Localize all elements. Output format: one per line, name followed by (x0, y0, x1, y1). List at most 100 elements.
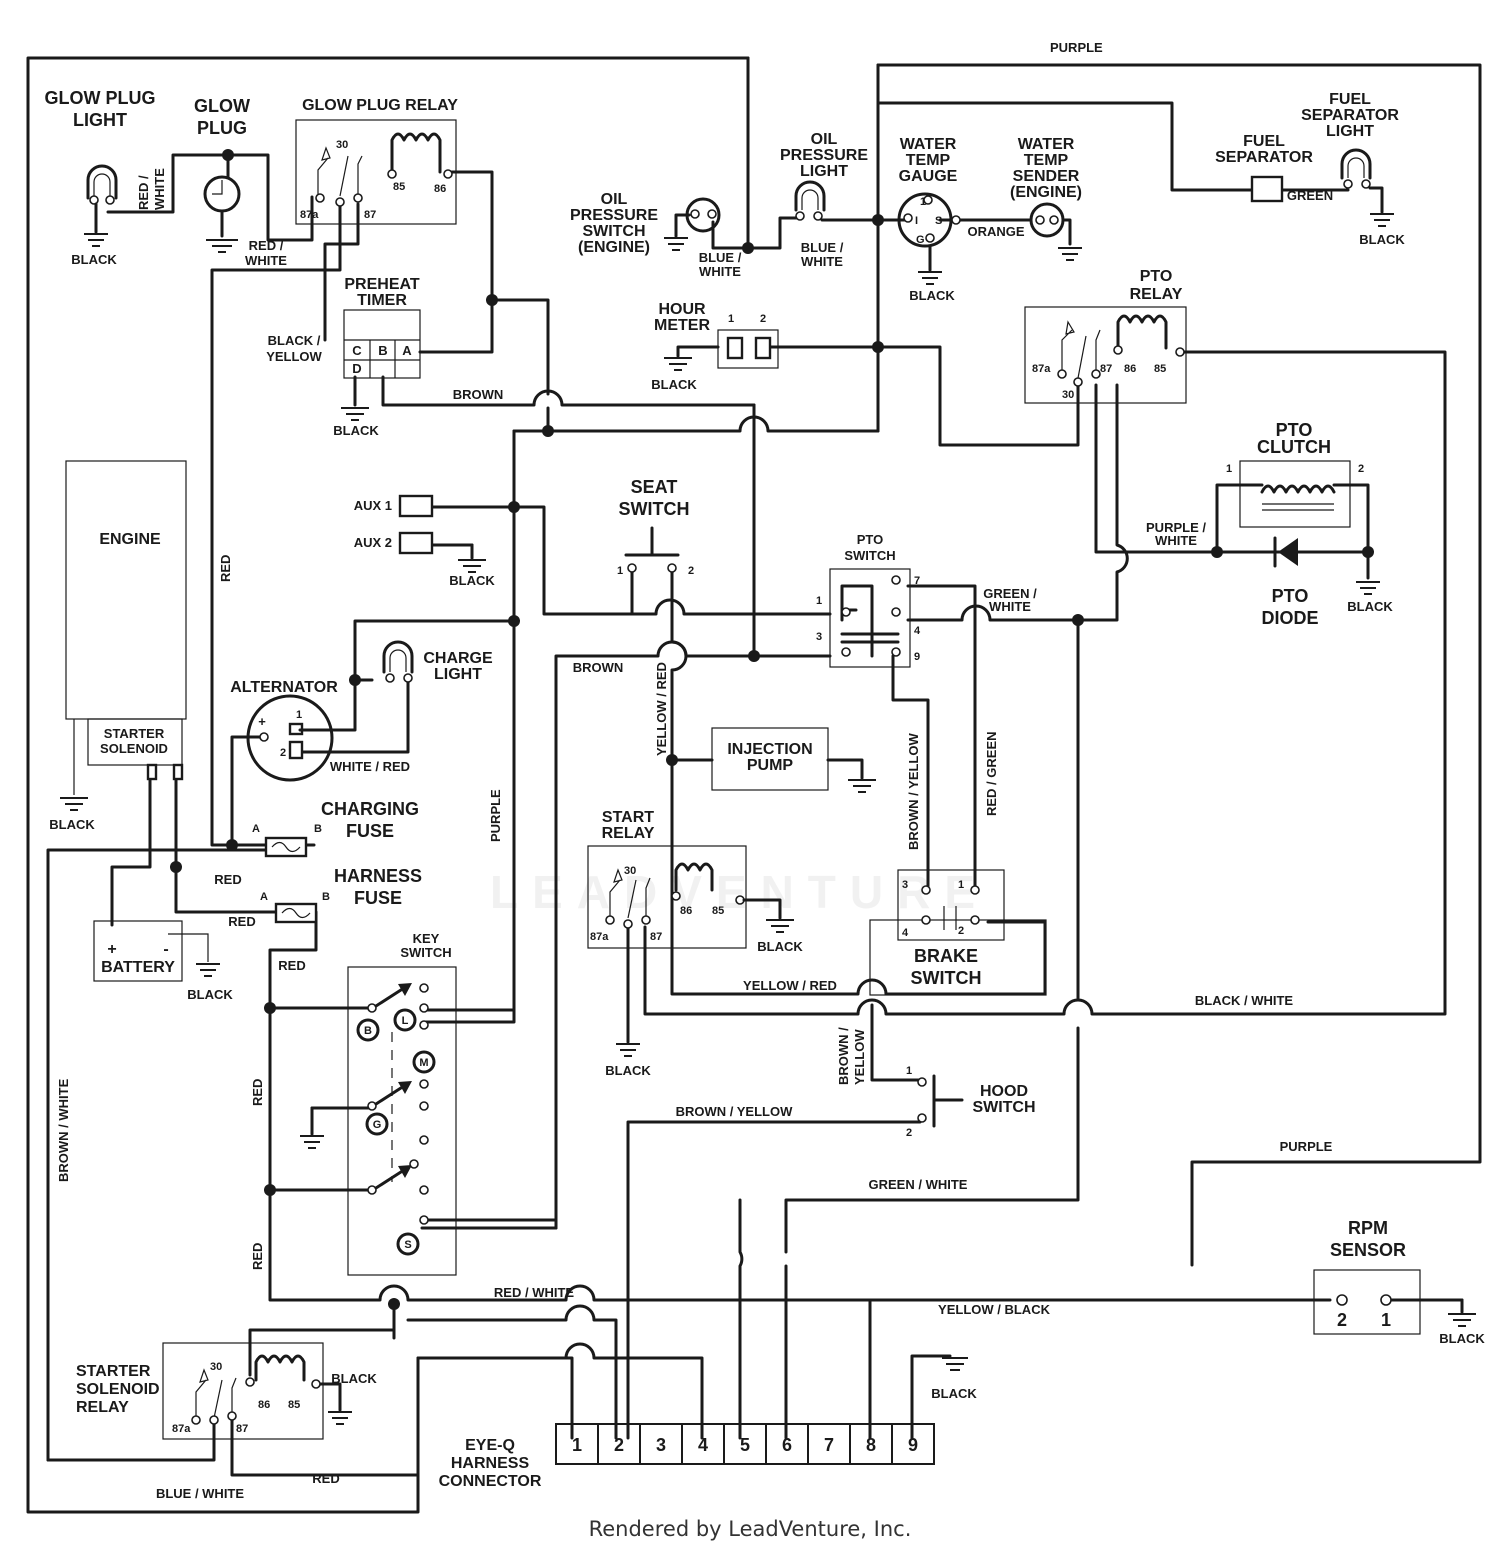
pin-key-s: S (404, 1239, 411, 1251)
label-preheat-timer: PREHEAT (344, 276, 419, 293)
label-hour-meter-2: METER (654, 317, 710, 334)
pin-gauge-s: S (935, 215, 942, 227)
wire-label-red-white-v-2: WHITE (152, 168, 167, 210)
wire-label-brown-yellow-v2: BROWN / (836, 1027, 851, 1085)
aux-connectors (398, 494, 486, 573)
label-water-temp-gauge: WATER (900, 136, 957, 153)
label-charging-fuse: CHARGING (321, 799, 419, 819)
wire-label-black-1: BLACK (71, 252, 117, 267)
footer-credit: Rendered by LeadVenture, Inc. (589, 1517, 912, 1541)
label-hood-switch-2: SWITCH (972, 1099, 1035, 1116)
pin-hour-meter-1: 1 (728, 313, 734, 325)
connector-pin-8: 8 (866, 1435, 876, 1455)
pin-cfuse-b: B (314, 823, 322, 835)
pin-timer-b: B (378, 343, 387, 358)
wire-label-red-2: RED (228, 914, 255, 929)
wire-label-black-3: BLACK (1359, 232, 1405, 247)
pin-clutch-1: 1 (1226, 463, 1232, 475)
pin-seat-1: 1 (617, 565, 623, 577)
wire-label-red-green-v: RED / GREEN (984, 731, 999, 816)
wire-label-black-2: BLACK (909, 288, 955, 303)
pin-ssr-85: 85 (288, 1399, 300, 1411)
charging-fuse (264, 836, 308, 858)
wire-label-green-white: GREEN / (983, 586, 1037, 601)
label-rpm-sensor-2: SENSOR (1330, 1240, 1406, 1260)
label-injection-pump: INJECTION (727, 741, 812, 758)
pin-gauge-1: 1 (920, 196, 926, 208)
wire-label-red-3: RED (278, 958, 305, 973)
label-key-switch-2: SWITCH (400, 945, 451, 960)
hour-meter (664, 329, 779, 371)
pin-pto-4: 4 (914, 625, 921, 637)
brake-switch (869, 869, 1047, 996)
pin-key-g: G (373, 1119, 382, 1131)
label-charge-light: CHARGE (423, 650, 493, 667)
label-start-relay: START (602, 809, 654, 826)
label-glow-plug-relay: GLOW PLUG RELAY (302, 97, 458, 114)
pin-clutch-2: 2 (1358, 463, 1364, 475)
wire-label-red-v3: RED (250, 1243, 265, 1270)
pin-brake-3: 3 (902, 879, 908, 891)
wire-label-black-14: BLACK (931, 1386, 977, 1401)
label-oil-pressure-switch-2: PRESSURE (570, 207, 658, 224)
glow-plug (203, 175, 241, 253)
glow-plug-relay (295, 119, 457, 225)
wire-label-red-white-h: RED / WHITE (494, 1285, 574, 1300)
pin-pto-9: 9 (914, 651, 920, 663)
wire-label-red-4: RED (312, 1471, 339, 1486)
eye-q-harness-connector (555, 1357, 968, 1465)
label-harness-fuse-2: FUSE (354, 888, 402, 908)
label-water-temp-sender-2: TEMP (1024, 152, 1069, 169)
wire-label-blue-white-2: WHITE (699, 264, 741, 279)
pin-ptor-85: 85 (1154, 363, 1166, 375)
oil-pressure-light (794, 180, 826, 221)
pin-pto-7: 7 (914, 575, 920, 587)
wire-label-red-v2: RED (250, 1079, 265, 1106)
pin-brake-2: 2 (958, 925, 964, 937)
pin-rpm-2: 2 (1337, 1310, 1347, 1330)
pin-start-87: 87 (650, 931, 662, 943)
wire-label-purple-v: PURPLE (488, 789, 503, 842)
connector-pin-7: 7 (824, 1435, 834, 1455)
starter-solenoid-relay (162, 1342, 352, 1440)
injection-pump (711, 727, 876, 793)
wire-label-yellow-red-v: YELLOW / RED (654, 662, 669, 756)
wire-label-red-white-2: WHITE (245, 253, 287, 268)
wire-label-blue-white-h: BLUE / WHITE (156, 1486, 244, 1501)
wire-label-red-1: RED (214, 872, 241, 887)
label-glow-plug: GLOW (194, 96, 250, 116)
label-engine: ENGINE (99, 531, 161, 548)
connector-pin-4: 4 (698, 1435, 708, 1455)
pin-gpr-30: 30 (336, 139, 348, 151)
label-pto-clutch: PTO (1276, 420, 1313, 440)
oil-pressure-switch (664, 197, 721, 251)
wire-label-yellow-red: YELLOW / RED (743, 978, 837, 993)
harness-fuse (274, 902, 318, 924)
label-hour-meter: HOUR (658, 301, 706, 318)
pin-alt-plus: + (258, 714, 266, 729)
wire-label-brown-white-v: BROWN / WHITE (56, 1078, 71, 1182)
label-water-temp-sender: WATER (1018, 136, 1075, 153)
key-switch (300, 966, 457, 1276)
label-pto-relay-2: RELAY (1130, 286, 1183, 303)
pin-key-b: B (364, 1025, 372, 1037)
pin-key-l: L (402, 1015, 409, 1027)
label-starter-solenoid: STARTER (104, 726, 165, 741)
pin-rpm-1: 1 (1381, 1310, 1391, 1330)
pin-cfuse-a: A (252, 823, 260, 835)
label-eye-q-connector-3: CONNECTOR (439, 1473, 542, 1490)
label-fuel-separator-2: SEPARATOR (1215, 149, 1313, 166)
fuel-separator (1250, 175, 1284, 203)
label-fuel-separator-light-2: SEPARATOR (1301, 107, 1399, 124)
glow-plug-light (86, 164, 118, 234)
connector-pin-6: 6 (782, 1435, 792, 1455)
pto-relay (1024, 306, 1187, 404)
wire-label-black-10: BLACK (757, 939, 803, 954)
pin-ssr-87a: 87a (172, 1423, 191, 1435)
pto-diode (1273, 536, 1380, 595)
pin-hood-1: 1 (906, 1065, 912, 1077)
label-pto-switch: PTO (857, 532, 884, 547)
pin-pto-3: 3 (816, 631, 822, 643)
pin-start-86: 86 (680, 905, 692, 917)
